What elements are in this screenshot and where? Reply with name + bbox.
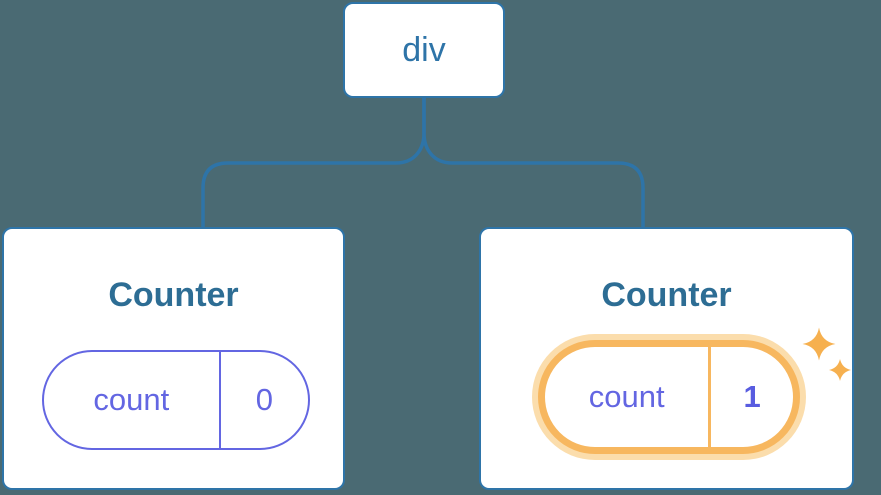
counter-card-unchanged: Counter count 0 [2,227,345,490]
state-value: 0 [255,382,273,417]
root-element-node: div [343,2,505,98]
state-pill: count 0 [42,350,310,450]
component-title: Counter [601,276,732,314]
connector-right-branch [422,98,645,228]
state-key-label: count [44,352,221,448]
root-element-label: div [402,30,446,69]
sparkles-icon [802,327,851,381]
state-key-label: count [545,347,712,447]
connector-left-branch [201,98,426,228]
state-pill-highlighted: count 1 [538,340,800,454]
component-title: Counter [108,276,239,314]
counter-card-updated: Counter count 1 [479,227,854,490]
state-value: 1 [743,379,761,414]
